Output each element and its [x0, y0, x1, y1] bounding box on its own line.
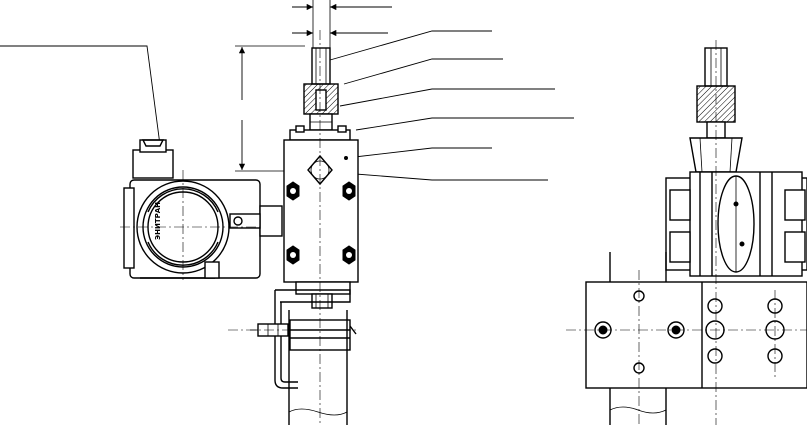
- nameplate-label: ЭНИТРАН: [154, 202, 162, 240]
- transmitter-housing: ЭНИТРАН: [123, 139, 283, 279]
- impulse-pipe: [311, 47, 331, 85]
- side-view: [566, 40, 807, 425]
- support-pipe: [288, 310, 348, 425]
- leader-lines: [0, 30, 574, 181]
- union-nut: [303, 83, 339, 131]
- front-view: ЭНИТРАН: [0, 0, 574, 425]
- manifold-body: [283, 125, 359, 309]
- mounting-bracket: [250, 289, 357, 389]
- centre-lines: [120, 30, 356, 425]
- height-dimension: [235, 45, 305, 172]
- width-dimension: [292, 0, 392, 48]
